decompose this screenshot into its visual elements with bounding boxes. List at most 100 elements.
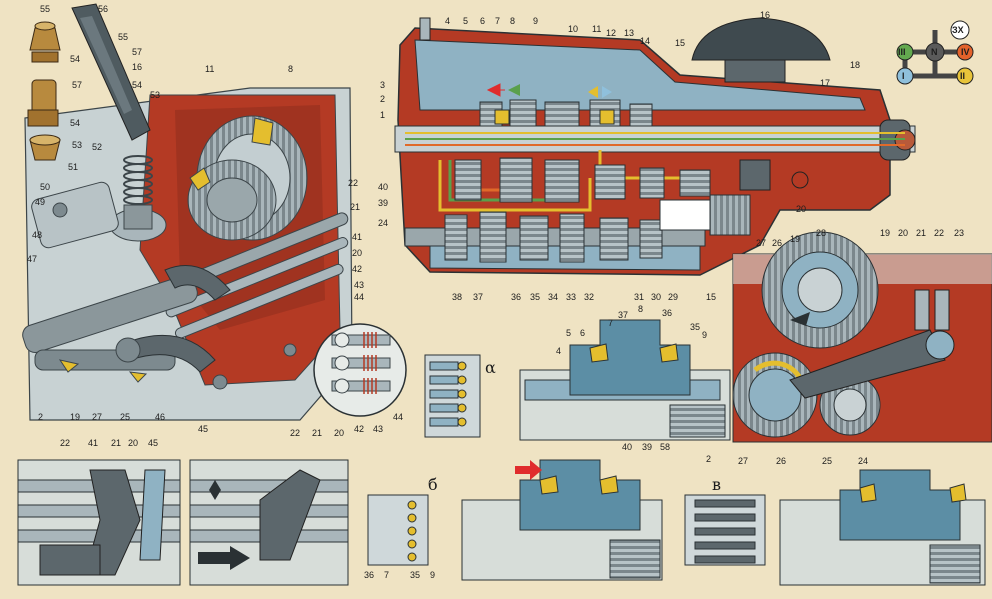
- callout-gearbox-27: 32: [584, 292, 594, 302]
- section-letter-v: в: [712, 475, 721, 494]
- callout-left-25: 44: [354, 292, 364, 302]
- callout-circle-detail-4: 43: [373, 424, 383, 434]
- callout-left-13: 50: [40, 182, 50, 192]
- callout-gearbox-16: 2: [380, 94, 385, 104]
- callout-left-31: 45: [198, 424, 208, 434]
- callout-gearbox-3: 7: [495, 16, 500, 26]
- callout-gearbox-0: 4: [445, 16, 450, 26]
- callout-gearbox-35: 19: [790, 234, 800, 244]
- bottom-left-detail-1: [17, 459, 181, 586]
- callout-gearbox-30: 29: [668, 292, 678, 302]
- callout-bottom-left-0: 22: [60, 438, 70, 448]
- callout-gearbox-15: 3: [380, 80, 385, 90]
- section-v-detail: в: [684, 469, 986, 586]
- callout-detail-right-2: 21: [916, 228, 926, 238]
- gear-label-1: I: [902, 71, 905, 81]
- callout-gearbox-33: 27: [756, 238, 766, 248]
- callout-section-a-11: 58: [660, 442, 670, 452]
- gear-label-reverse: ЗХ: [952, 25, 964, 35]
- callout-bottom-left-4: 45: [148, 438, 158, 448]
- callout-left-3: 54: [70, 54, 80, 64]
- callout-left-16: 47: [27, 254, 37, 264]
- callout-circle-detail-0: 22: [290, 428, 300, 438]
- callout-detail-right-4: 23: [954, 228, 964, 238]
- callout-gearbox-14: 18: [850, 60, 860, 70]
- callout-left-27: 19: [70, 412, 80, 422]
- callout-left-17: 11: [205, 64, 214, 74]
- callout-gearbox-6: 10: [568, 24, 578, 34]
- section-a-detail: α: [424, 319, 731, 441]
- callout-section-b-3: 9: [430, 570, 435, 580]
- callout-left-5: 16: [132, 62, 142, 72]
- callout-gearbox-5: 9: [533, 16, 538, 26]
- callout-circle-detail-1: 21: [312, 428, 322, 438]
- callout-gearbox-4: 8: [510, 16, 515, 26]
- callout-left-1: 56: [98, 4, 108, 14]
- callout-section-b-0: 36: [364, 570, 374, 580]
- callout-section-a-10: 39: [642, 442, 652, 452]
- callout-left-28: 27: [92, 412, 102, 422]
- callout-circle-detail-3: 42: [354, 424, 364, 434]
- callout-circle-detail-5: 44: [393, 412, 403, 422]
- callout-left-0: 55: [40, 4, 50, 14]
- callout-left-2: 55: [118, 32, 128, 42]
- callout-left-30: 46: [155, 412, 165, 422]
- callout-section-b-2: 35: [410, 570, 420, 580]
- callout-gearbox-25: 34: [548, 292, 558, 302]
- callout-gearbox-2: 6: [480, 16, 485, 26]
- callout-gearbox-8: 12: [606, 28, 616, 38]
- callout-gearbox-23: 36: [511, 292, 521, 302]
- callout-left-7: 53: [150, 90, 160, 100]
- callout-gearbox-12: 16: [760, 10, 770, 20]
- callout-gearbox-26: 33: [566, 292, 576, 302]
- callout-gearbox-24: 35: [530, 292, 540, 302]
- callout-detail-right-0: 19: [880, 228, 890, 238]
- callout-gearbox-34: 26: [772, 238, 782, 248]
- callout-section-a-4: 35: [690, 322, 700, 332]
- bottom-left-detail-2: [189, 459, 349, 586]
- right-detail-panel: [732, 231, 992, 443]
- section-letter-a: α: [485, 358, 496, 377]
- callout-gearbox-21: 38: [452, 292, 462, 302]
- callout-section-a-3: 36: [662, 308, 672, 318]
- gear-label-3: III: [898, 47, 906, 57]
- callout-section-a-6: 6: [580, 328, 585, 338]
- left-cutaway-assembly: [22, 3, 407, 421]
- small-parts: [27, 21, 61, 161]
- callout-section-a-1: 37: [618, 310, 628, 320]
- callout-gearbox-11: 15: [675, 38, 685, 48]
- callout-gearbox-18: 40: [378, 182, 388, 192]
- callout-left-29: 25: [120, 412, 130, 422]
- callout-section-a-8: 4: [556, 346, 561, 356]
- callout-detail-right-8: 25: [822, 456, 832, 466]
- callout-section-a-9: 40: [622, 442, 632, 452]
- callout-bottom-left-2: 21: [111, 438, 121, 448]
- section-b-detail: б: [367, 459, 663, 581]
- callout-left-12: 52: [92, 142, 102, 152]
- callout-detail-right-9: 24: [858, 456, 868, 466]
- gear-label-2: II: [960, 71, 965, 81]
- callout-left-10: 53: [72, 140, 82, 150]
- callout-gearbox-7: 11: [592, 24, 601, 34]
- callout-section-a-12: 2: [706, 454, 711, 464]
- callout-left-4: 57: [72, 80, 82, 90]
- callout-bottom-left-1: 41: [88, 438, 98, 448]
- callout-left-18: 8: [288, 64, 293, 74]
- callout-left-11: 51: [68, 162, 78, 172]
- callout-section-a-2: 7: [608, 318, 613, 328]
- callout-gearbox-9: 13: [624, 28, 634, 38]
- callout-section-b-1: 7: [384, 570, 389, 580]
- callout-left-9: 54: [132, 80, 142, 90]
- callout-left-20: 21: [350, 202, 360, 212]
- gear-shift-legend: III N IV I II ЗХ: [896, 20, 974, 85]
- callout-left-15: 48: [32, 230, 42, 240]
- callout-section-a-0: 8: [638, 304, 643, 314]
- callout-gearbox-10: 14: [640, 36, 650, 46]
- callout-left-23: 42: [352, 264, 362, 274]
- callout-gearbox-1: 5: [463, 16, 468, 26]
- callout-left-19: 22: [348, 178, 358, 188]
- callout-detail-right-5: 15: [706, 292, 716, 302]
